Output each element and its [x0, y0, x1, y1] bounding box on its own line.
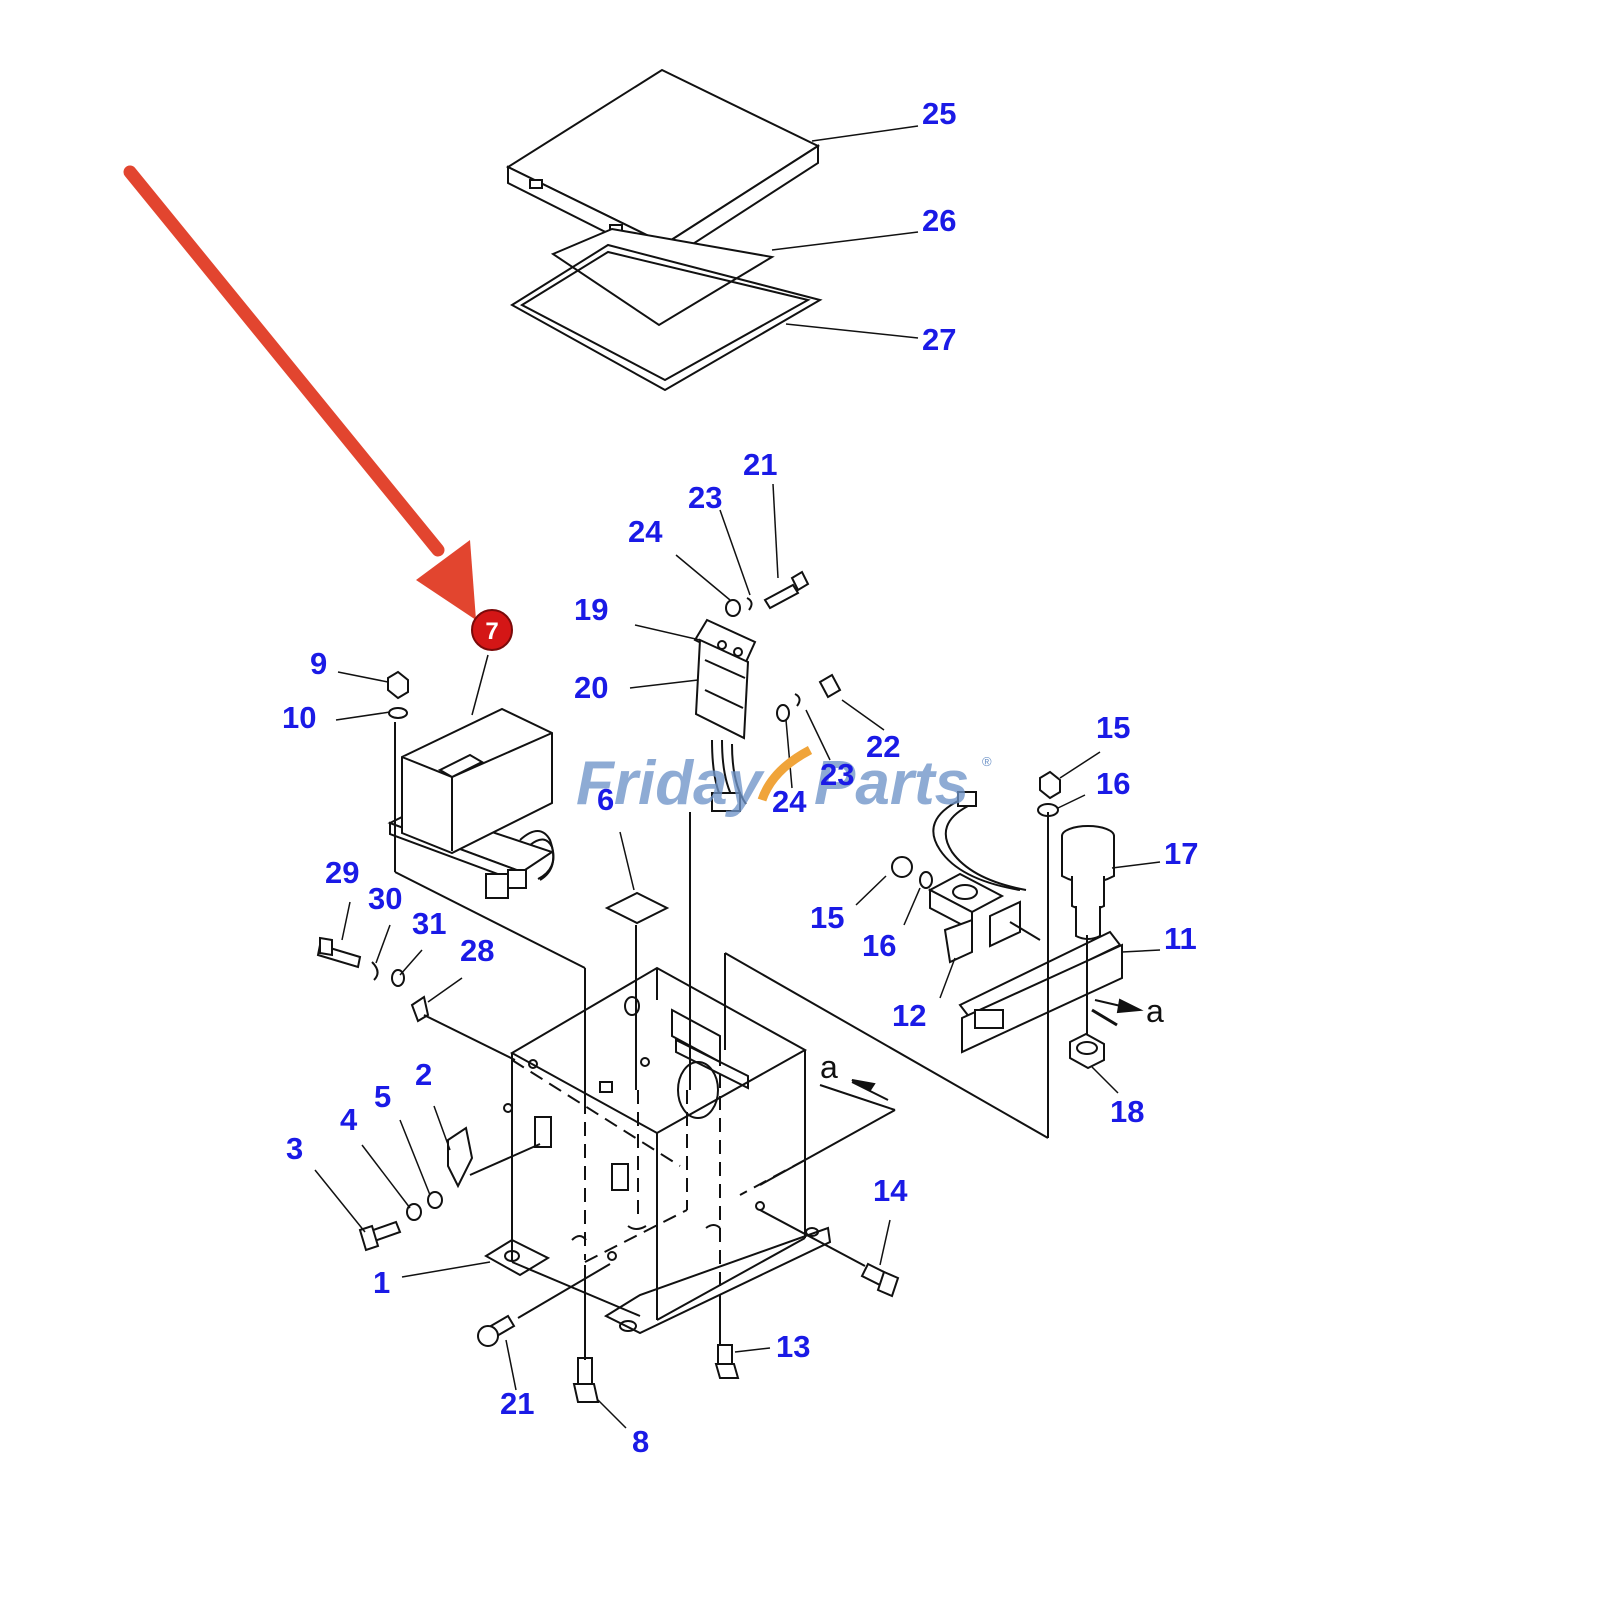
watermark-swoosh	[757, 746, 813, 802]
part-label: 14	[873, 1173, 908, 1208]
part-label: 21	[500, 1386, 534, 1421]
assembly-lines	[394, 722, 1139, 1360]
part-label: 28	[460, 933, 494, 968]
callout-arrow	[123, 165, 476, 620]
view-letter-a-box: a	[820, 1049, 838, 1085]
part-label: 16	[1096, 766, 1130, 801]
slot-circles	[571, 1224, 721, 1241]
part-label: 18	[1110, 1094, 1144, 1129]
watermark-mark: ®	[982, 754, 992, 769]
box-part-1	[484, 966, 832, 1335]
switch-part-12	[927, 872, 1021, 964]
hidden-lines	[511, 1052, 806, 1300]
cover-part-25	[505, 68, 821, 264]
part-label: 1	[373, 1265, 390, 1300]
view-letter-a-bracket: a	[1146, 993, 1164, 1029]
part-label: 24	[628, 514, 663, 549]
part-label: 26	[922, 203, 956, 238]
gasket-part-26	[550, 227, 775, 327]
part-label: 20	[574, 670, 608, 705]
part-label: 3	[286, 1131, 303, 1166]
regulator-part-7	[387, 707, 555, 899]
part-labels: 25 26 27 21 23 24 19 20 22 23 24 6 9 10 …	[282, 96, 1198, 1459]
part-label: 17	[1164, 836, 1198, 871]
part-label: 13	[776, 1329, 810, 1364]
part-label: 8	[632, 1424, 649, 1459]
part-label: 29	[325, 855, 359, 890]
part-label: 9	[310, 646, 327, 681]
part-label: 15	[1096, 710, 1130, 745]
part-label: 23	[820, 757, 854, 792]
part-label: 6	[597, 782, 614, 817]
nut-part-18	[1069, 1032, 1105, 1070]
fasteners-top	[725, 570, 842, 722]
right-small-fasteners	[477, 770, 1118, 1403]
part-label: 2	[415, 1057, 432, 1092]
seal-part-27	[510, 243, 823, 392]
part-label: 25	[922, 96, 956, 131]
part-label: 21	[743, 447, 777, 482]
part-label: 19	[574, 592, 608, 627]
part-label: 11	[1164, 921, 1197, 956]
part-label: 4	[340, 1102, 358, 1137]
watermark: Friday Parts ®	[576, 746, 992, 818]
part-7-badge: 7	[471, 609, 513, 651]
part-label: 23	[688, 480, 722, 515]
part-label: 12	[892, 998, 926, 1033]
label-plate-part-6	[604, 891, 670, 925]
bracket-part-11	[958, 930, 1123, 1054]
wire-harness-right	[932, 791, 1027, 891]
relay-part-19	[693, 618, 757, 740]
direction-arrows	[851, 998, 1144, 1101]
left-fasteners	[316, 670, 474, 1252]
part-label: 10	[282, 700, 316, 735]
watermark-text-right: Parts	[814, 749, 969, 818]
watermark-text-left: Friday	[576, 749, 766, 818]
part-label: 15	[810, 900, 844, 935]
sender-part-17	[1061, 825, 1115, 940]
label-leaders	[314, 125, 1161, 1429]
wire-part-20	[711, 739, 747, 812]
part-label: 31	[412, 906, 446, 941]
part-label: 22	[866, 729, 900, 764]
part-label: 30	[368, 881, 402, 916]
part-7-badge-label: 7	[485, 618, 498, 645]
part-label: 27	[922, 322, 956, 357]
part-label: 24	[772, 784, 807, 819]
part-label: 16	[862, 928, 896, 963]
part-label: 5	[374, 1079, 391, 1114]
